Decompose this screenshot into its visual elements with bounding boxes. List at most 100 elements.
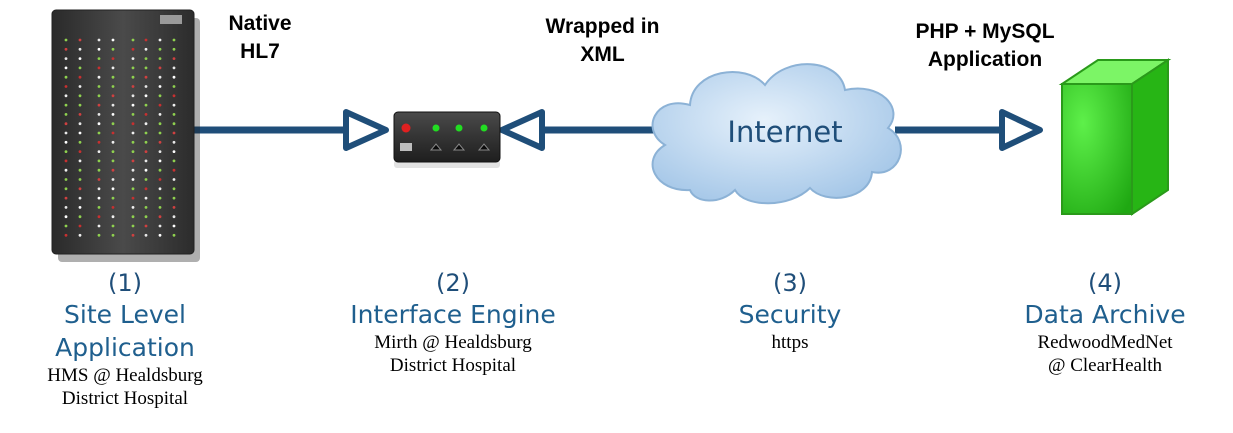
- rack-led: [78, 47, 82, 51]
- rack-led: [64, 66, 68, 70]
- cloud-icon: [651, 63, 902, 205]
- node-subtitle: https: [771, 332, 809, 353]
- rack-led: [111, 131, 115, 135]
- node-number: (2): [436, 269, 470, 297]
- rack-led: [158, 85, 162, 88]
- rack-led: [64, 168, 68, 172]
- rack-led: [144, 140, 148, 144]
- rack-led: [144, 94, 148, 98]
- rack-led: [64, 113, 68, 116]
- rack-led: [64, 196, 68, 200]
- rack-led: [97, 85, 101, 88]
- rack-led: [78, 140, 82, 144]
- rack-led: [172, 159, 176, 163]
- rack-led: [172, 103, 176, 107]
- rack-led: [111, 38, 115, 42]
- rack-led: [97, 215, 101, 219]
- rack-led: [97, 206, 101, 209]
- rack-led: [158, 75, 162, 79]
- rack-led: [78, 233, 82, 237]
- arrowhead-into-archive: [999, 109, 1043, 151]
- rack-led: [64, 85, 68, 88]
- rack-led: [144, 187, 148, 191]
- rack-led: [172, 113, 176, 116]
- rack-led: [131, 38, 135, 42]
- rack-led: [172, 47, 176, 51]
- rack-led: [97, 38, 101, 42]
- rack-led: [144, 66, 148, 70]
- rack-led: [158, 113, 162, 116]
- rack-led: [131, 150, 135, 154]
- rack-led: [78, 103, 82, 107]
- rack-led: [97, 187, 101, 191]
- rack-led: [158, 150, 162, 154]
- rack-led: [144, 122, 148, 126]
- rack-led: [97, 47, 101, 51]
- rack-led: [97, 122, 101, 126]
- rack-led: [97, 57, 101, 60]
- rack-led: [131, 159, 135, 163]
- rack-led: [144, 131, 148, 135]
- rack-led: [131, 75, 135, 79]
- node-title: Security: [738, 300, 842, 329]
- rack-led: [64, 103, 68, 107]
- rack-led: [172, 168, 176, 172]
- node-title: Interface Engine: [350, 300, 556, 329]
- rack-led: [111, 187, 115, 191]
- rack-led: [131, 122, 135, 126]
- rack-led: [64, 187, 68, 191]
- rack-led: [131, 224, 135, 228]
- rack-led: [131, 94, 135, 98]
- rack-led: [131, 131, 135, 135]
- rack-led: [64, 140, 68, 144]
- rack-led: [64, 215, 68, 219]
- rack-led: [144, 38, 148, 42]
- node-data-archive: (4) Data Archive RedwoodMedNet @ ClearHe…: [985, 268, 1225, 377]
- rack-led: [158, 103, 162, 107]
- node-subtitle: HMS @ Healdsburg District Hospital: [47, 365, 203, 409]
- rack-led: [172, 66, 176, 70]
- rack-led: [97, 233, 101, 237]
- rack-led: [64, 131, 68, 135]
- rack-led: [158, 140, 162, 144]
- rack-led: [78, 159, 82, 163]
- rack-led: [172, 94, 176, 98]
- rack-led: [131, 85, 135, 88]
- rack-led: [144, 196, 148, 200]
- rack-led: [78, 94, 82, 98]
- rack-led: [144, 150, 148, 154]
- rack-led: [172, 131, 176, 135]
- rack-led: [158, 233, 162, 237]
- rack-led: [111, 122, 115, 126]
- arrowhead-into-engine-left: [343, 109, 389, 151]
- rack-led: [158, 38, 162, 42]
- rack-led: [158, 196, 162, 200]
- rack-led: [64, 224, 68, 228]
- rack-led: [131, 168, 135, 172]
- rack-led: [172, 206, 176, 209]
- rack-led: [158, 47, 162, 51]
- rack-led: [172, 233, 176, 237]
- rack-led: [158, 94, 162, 98]
- rack-led: [144, 168, 148, 172]
- rack-led: [144, 159, 148, 163]
- rack-led: [131, 140, 135, 144]
- rack-led: [111, 140, 115, 144]
- rack-led: [144, 57, 148, 60]
- rack-led: [78, 196, 82, 200]
- node-title: Site Level Application: [55, 300, 195, 362]
- node-subtitle: RedwoodMedNet @ ClearHealth: [1037, 332, 1173, 376]
- rack-led: [158, 131, 162, 135]
- rack-led: [97, 224, 101, 228]
- node-site-level-application: (1) Site Level Application HMS @ Healdsb…: [12, 268, 238, 410]
- node-security: (3) Security https: [690, 268, 890, 354]
- rack-led: [172, 122, 176, 126]
- rack-led: [111, 150, 115, 154]
- rack-led: [144, 75, 148, 79]
- rack-led: [111, 66, 115, 70]
- rack-led: [172, 196, 176, 200]
- rack-led: [64, 159, 68, 163]
- rack-led: [144, 47, 148, 51]
- rack-led: [78, 224, 82, 228]
